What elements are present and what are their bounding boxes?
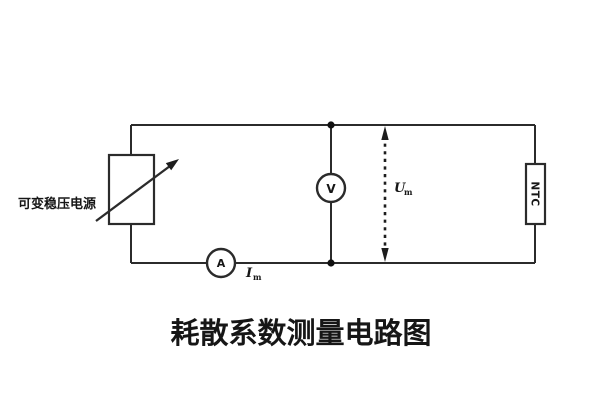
current-annotation-base: I: [245, 266, 253, 281]
current-annotation-sub: m: [253, 272, 262, 282]
voltage-arrow-head-down-icon: [381, 248, 389, 262]
variability-arrow-head-icon: [165, 159, 179, 171]
voltage-annotation-base: U: [394, 181, 406, 196]
ntc-box: [524, 162, 547, 226]
bottom-junction-dot: [327, 259, 335, 267]
top-junction-dot: [327, 121, 335, 129]
diagram-caption: 耗散系数测量电路图: [170, 316, 431, 350]
ammeter-label: A: [217, 257, 226, 270]
ntc-label: NTC: [529, 181, 541, 206]
voltmeter-label: V: [326, 182, 336, 196]
ammeter-icon: [205, 247, 237, 279]
power-source-box: [107, 153, 156, 226]
voltage-annotation-sub: m: [404, 187, 413, 197]
variability-arrow-shaft: [95, 165, 171, 222]
voltage-arrow-head-up-icon: [381, 126, 389, 140]
power-source-label: 可变稳压电源: [18, 196, 96, 212]
voltmeter-icon: [315, 172, 347, 204]
